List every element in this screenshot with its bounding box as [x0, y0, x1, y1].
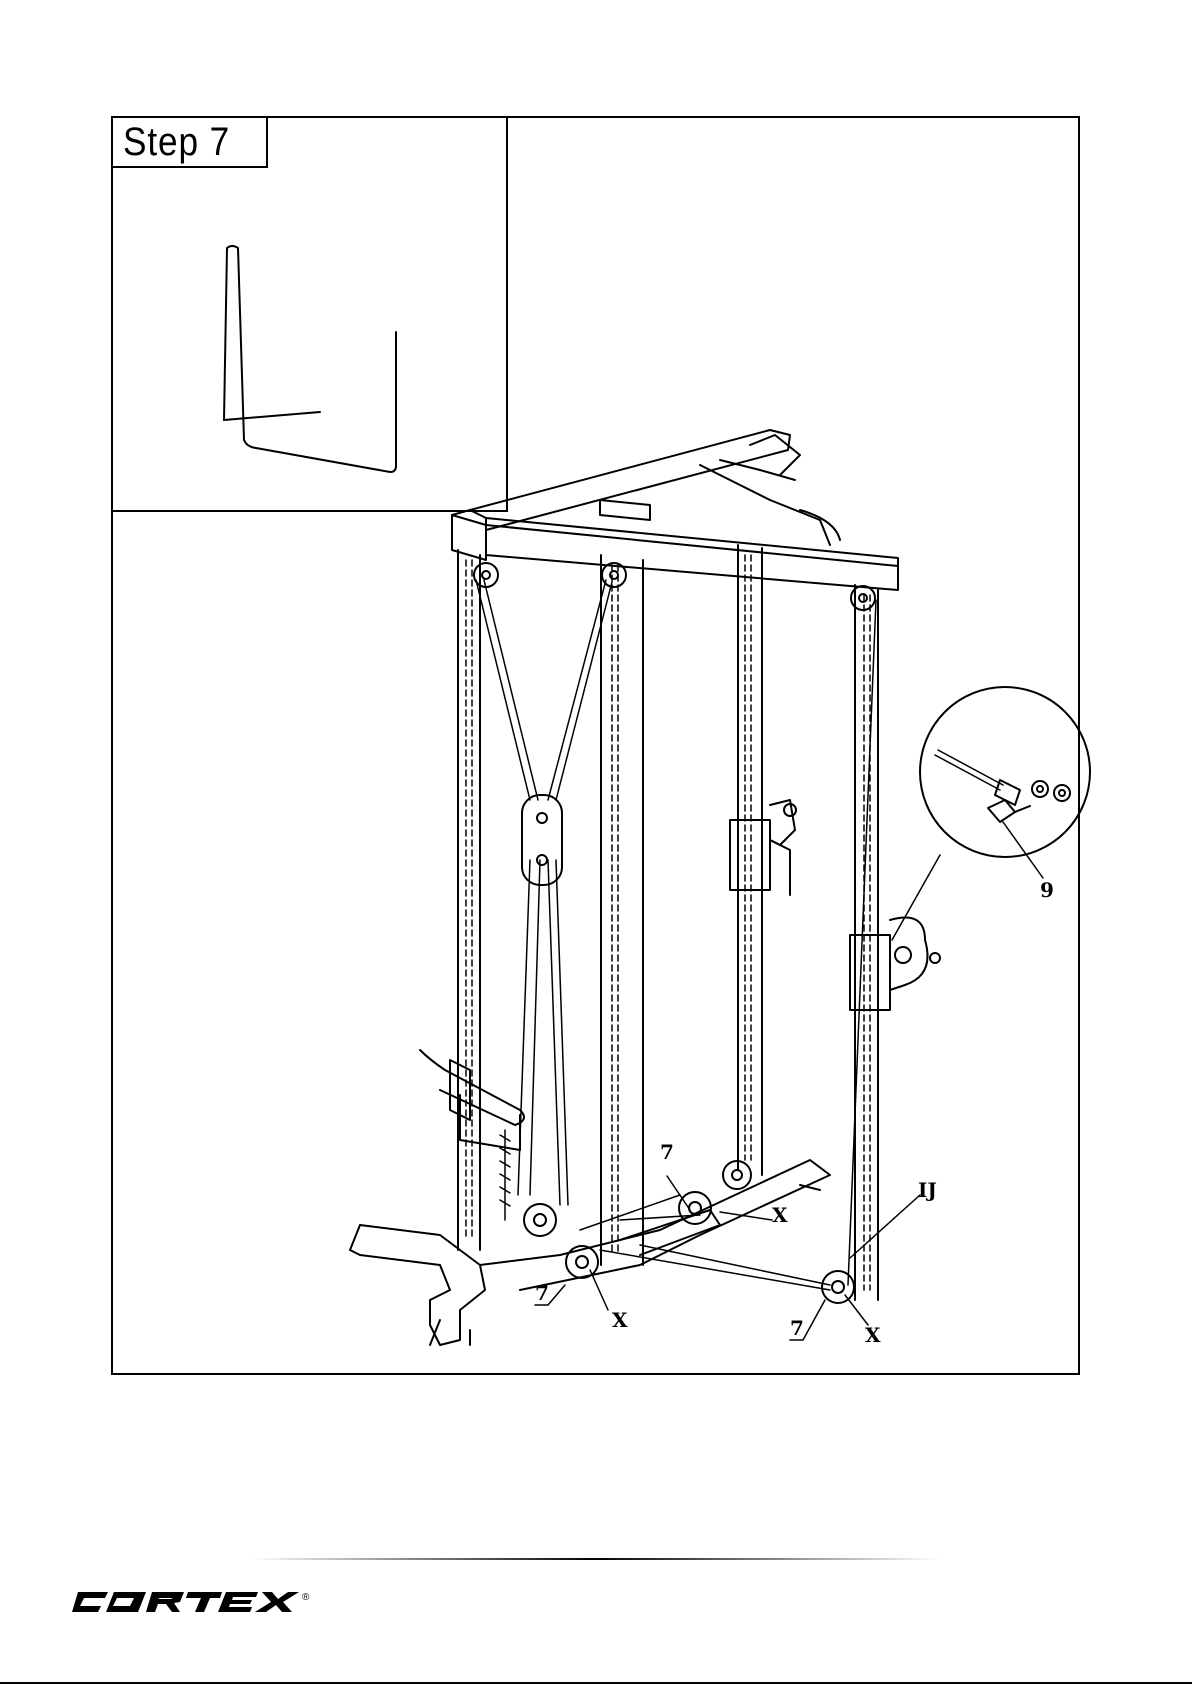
carriages [420, 800, 940, 1150]
detail-circle-part-9 [892, 687, 1090, 940]
cortex-logo: ® [70, 1588, 310, 1616]
base-frame [350, 1160, 830, 1345]
callout-part-9: 9 [1040, 880, 1054, 900]
callout-pulley-a: 7 [660, 1142, 674, 1162]
callout-pulley-c-x: X [865, 1325, 881, 1345]
callout-pulley-a-x: X [772, 1205, 788, 1225]
cables [476, 580, 876, 1290]
bottom-pulleys [524, 1161, 854, 1303]
uprights [458, 545, 878, 1300]
callout-pulley-c: 7 [790, 1318, 804, 1338]
footer-divider [250, 1557, 940, 1561]
cable-route-diagram [224, 246, 396, 472]
top-frame [452, 430, 898, 590]
leader-lines [535, 1176, 920, 1340]
callout-pulley-b-x: X [612, 1310, 628, 1330]
callout-pulley-b: 7 [535, 1283, 549, 1303]
chain [500, 1130, 510, 1220]
svg-text:®: ® [302, 1592, 310, 1603]
callout-cable-ij: IJ [918, 1180, 937, 1200]
bottom-rule [0, 1682, 1192, 1684]
